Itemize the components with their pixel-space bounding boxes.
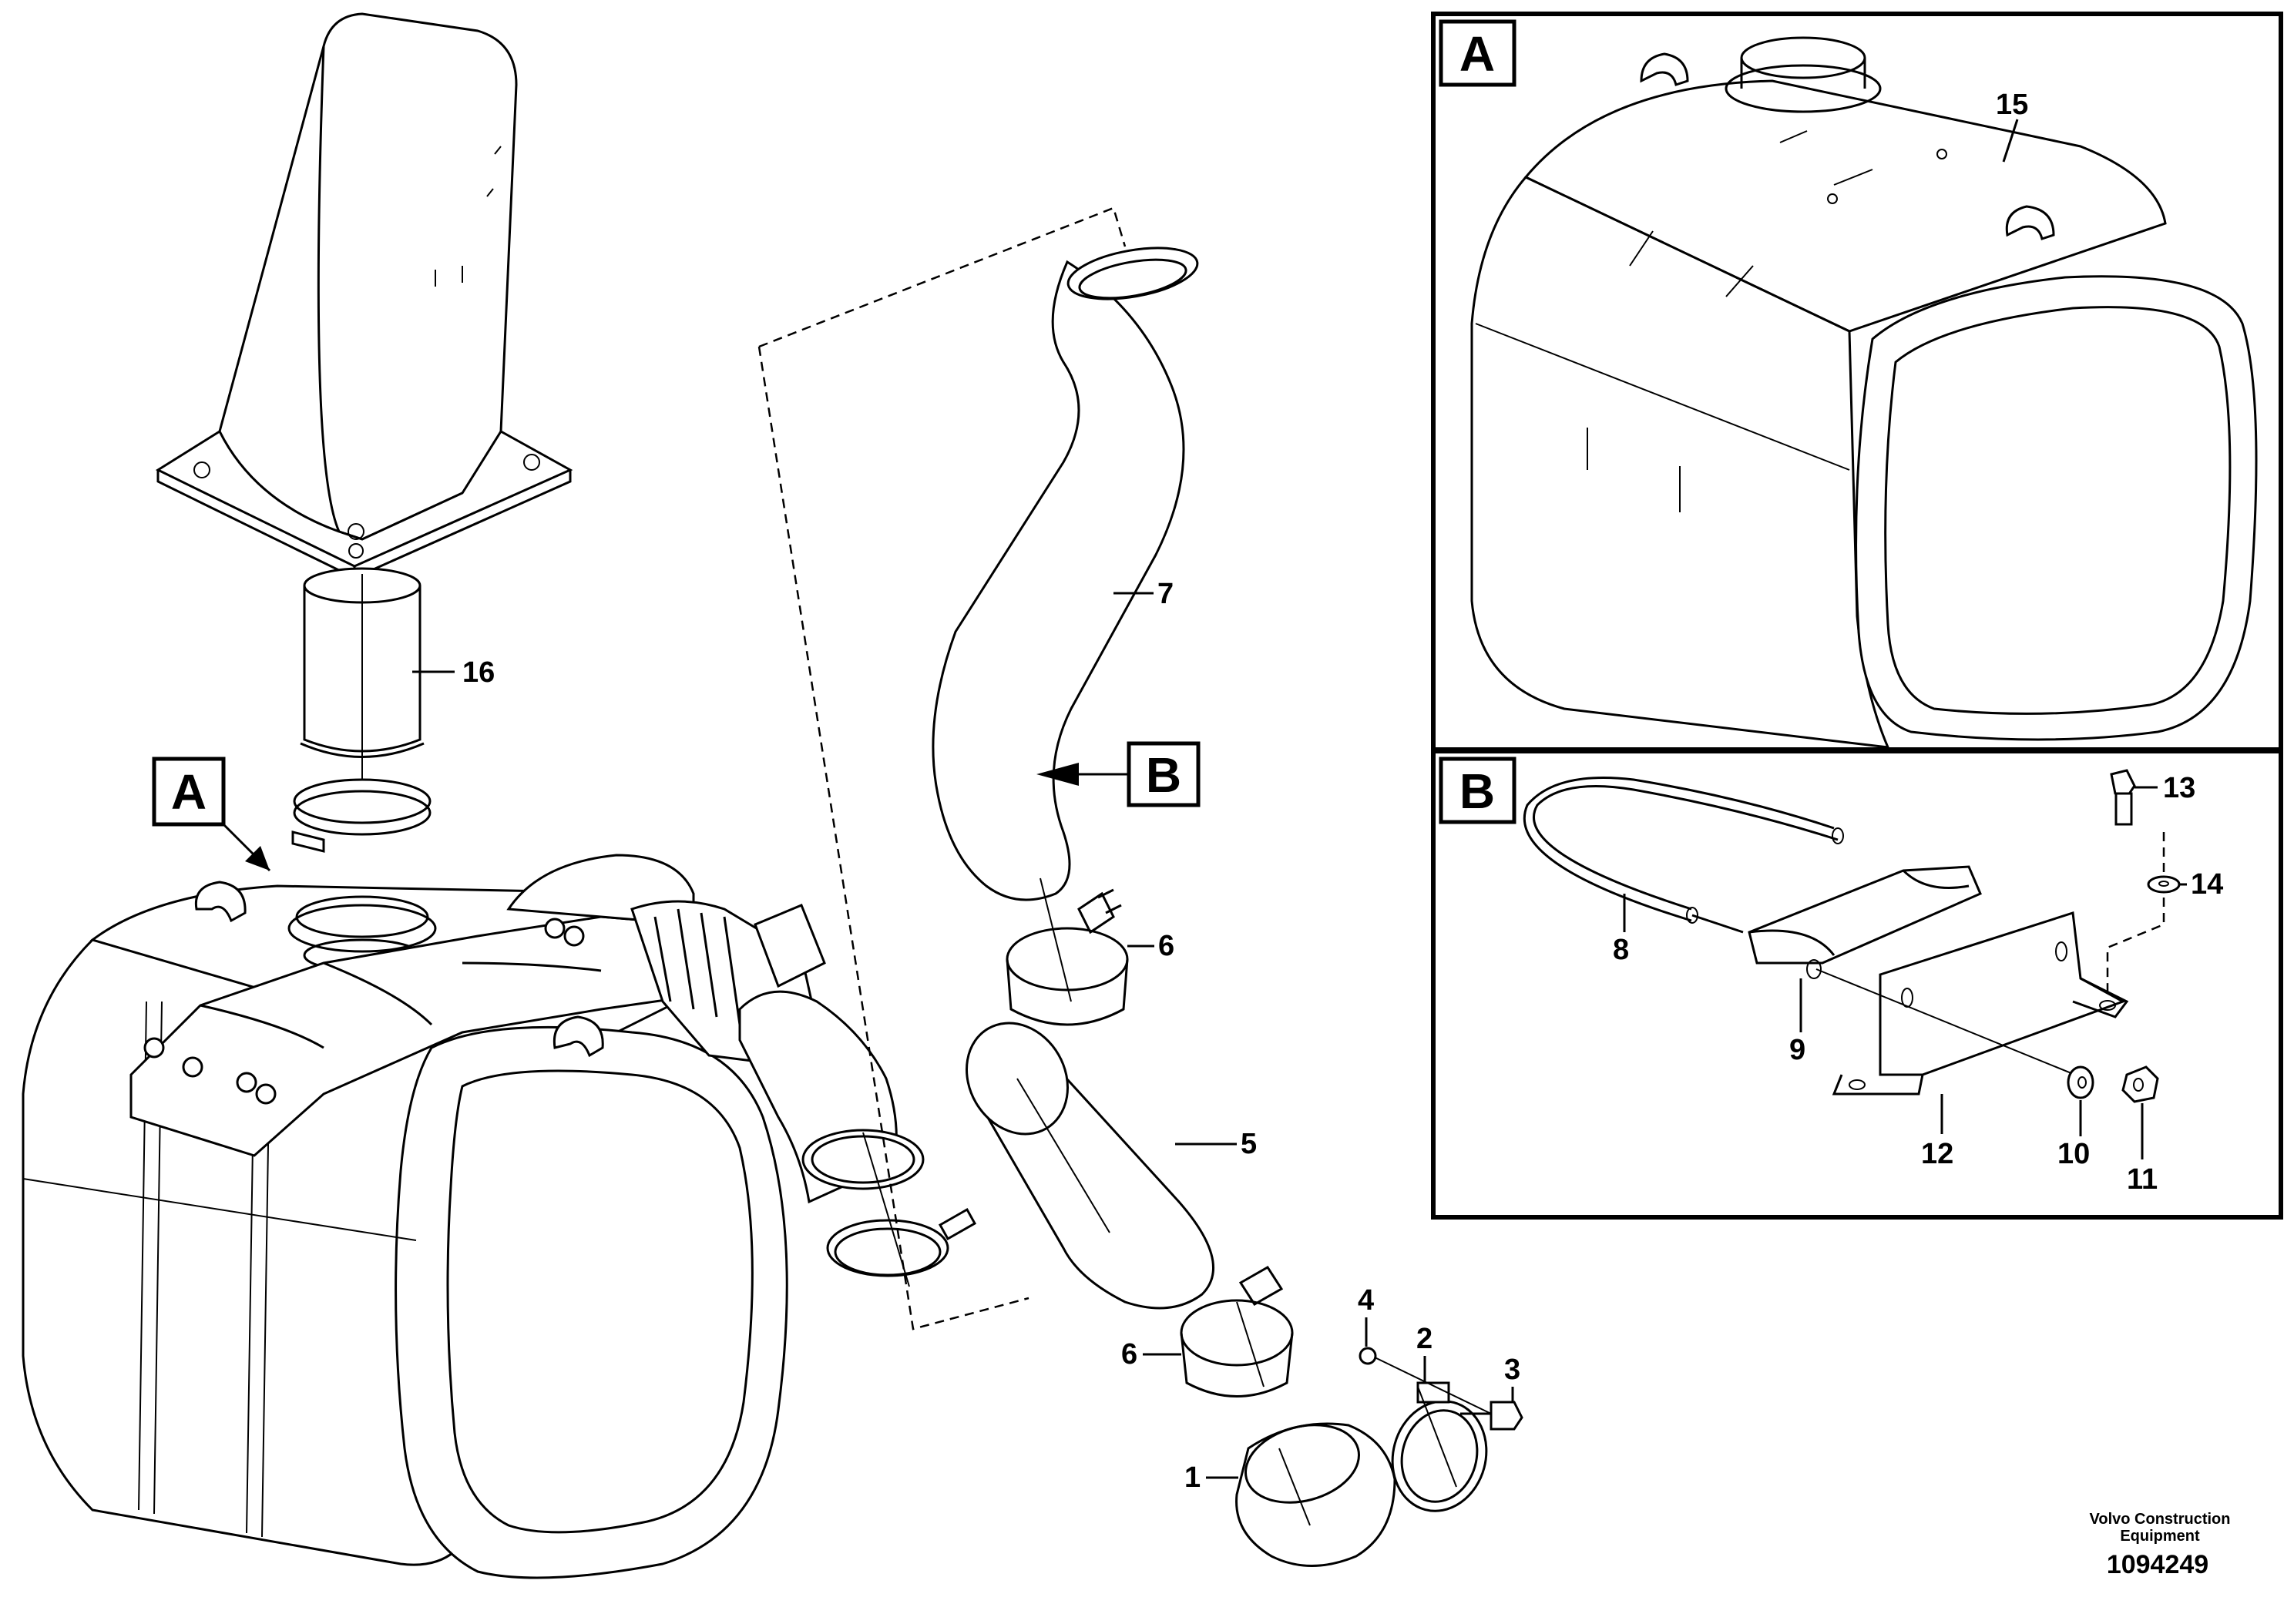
svg-text:6: 6 <box>1121 1338 1137 1371</box>
svg-text:10: 10 <box>2057 1138 2090 1170</box>
svg-text:13: 13 <box>2163 772 2195 804</box>
callout-11: 11 <box>2127 1103 2158 1196</box>
elbow-adapter <box>1235 1422 1396 1567</box>
upper-hose-clamp <box>1006 877 1129 1026</box>
saddle-clamp <box>1748 865 1982 979</box>
flat-washer <box>2067 1065 2094 1099</box>
marker-b: B <box>1036 741 1201 807</box>
svg-text:3: 3 <box>1504 1354 1520 1386</box>
callout-1: 1 <box>1184 1461 1238 1494</box>
marker-b-label: B <box>1146 747 1181 803</box>
straight-pipe <box>966 1022 1214 1310</box>
svg-text:11: 11 <box>2127 1163 2158 1196</box>
callout-8: 8 <box>1613 894 1629 966</box>
callout-6-upper: 6 <box>1127 930 1174 962</box>
footer: Volvo Construction Equipment 1094249 <box>2090 1511 2231 1579</box>
u-bolt <box>1523 776 1844 934</box>
svg-text:15: 15 <box>1996 89 2028 121</box>
panel-a-fuel-tank <box>1470 79 2258 749</box>
callout-16: 16 <box>412 656 495 689</box>
panel-b-label: B <box>1459 763 1495 819</box>
svg-text:9: 9 <box>1789 1034 1805 1066</box>
panel-a-lifting-eye-right <box>2005 205 2055 240</box>
svg-text:2: 2 <box>1416 1323 1432 1355</box>
marker-a-label: A <box>171 764 207 820</box>
callout-5: 5 <box>1175 1128 1257 1160</box>
svg-text:5: 5 <box>1241 1128 1257 1160</box>
clamp-bolt <box>1371 1355 1523 1431</box>
panel-a: A <box>1431 12 2283 752</box>
clamp-nut <box>1359 1347 1377 1365</box>
callout-3: 3 <box>1504 1354 1520 1402</box>
flange-bolt <box>2110 769 2158 826</box>
hose-elbow <box>932 247 1199 901</box>
callout-15: 15 <box>1996 89 2028 121</box>
svg-text:12: 12 <box>1921 1138 1953 1170</box>
drawing-number: 1094249 <box>2107 1550 2208 1579</box>
marker-a: A <box>152 757 271 872</box>
tank-filler-neck <box>287 895 437 972</box>
panel-a-filler-neck <box>1725 36 1882 113</box>
callout-2: 2 <box>1416 1323 1432 1383</box>
mounting-bracket <box>1815 911 2129 1096</box>
callout-14: 14 <box>2179 868 2223 901</box>
callout-4: 4 <box>1358 1284 1374 1347</box>
v-band-clamp <box>1391 1381 1488 1512</box>
callout-6-lower: 6 <box>1121 1338 1181 1371</box>
panel-a-label: A <box>1459 26 1495 82</box>
svg-text:8: 8 <box>1613 934 1629 966</box>
panel-a-lifting-eye-left <box>1640 52 1689 86</box>
callout-12: 12 <box>1921 1094 1953 1170</box>
callout-9: 9 <box>1789 978 1805 1066</box>
dashed-boundary <box>757 206 1127 1330</box>
filter-hood <box>155 12 573 579</box>
footer-company-line1: Volvo Construction <box>2090 1511 2231 1528</box>
filter-clamp <box>291 778 432 853</box>
callout-13: 13 <box>2163 772 2195 804</box>
muffler-lower-pipe-clamps <box>801 1129 977 1287</box>
svg-text:7: 7 <box>1157 578 1174 610</box>
hex-nut <box>2121 1065 2159 1103</box>
callout-10: 10 <box>2057 1100 2090 1170</box>
svg-text:4: 4 <box>1358 1284 1374 1317</box>
svg-text:6: 6 <box>1158 930 1174 962</box>
filter-cartridge <box>300 567 425 786</box>
panel-b: B <box>1431 749 2283 1220</box>
svg-text:14: 14 <box>2191 868 2223 901</box>
bolt-washer <box>2147 875 2181 894</box>
footer-company-line2: Equipment <box>2120 1528 2200 1545</box>
svg-text:16: 16 <box>462 656 495 689</box>
callout-7: 7 <box>1113 578 1174 610</box>
lower-hose-clamp <box>1180 1265 1294 1398</box>
svg-text:1: 1 <box>1184 1461 1201 1494</box>
